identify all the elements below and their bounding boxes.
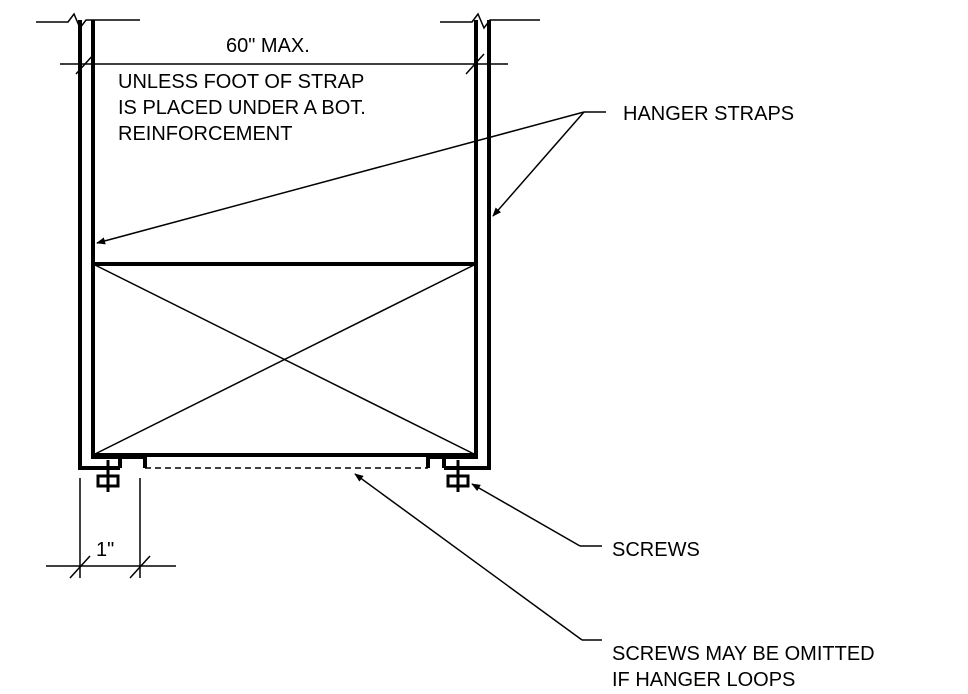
dimension-label-1-inch: 1": [96, 539, 115, 561]
screw-right-icon: [446, 460, 470, 492]
note-line: SCREWS MAY BE OMITTED: [612, 643, 875, 665]
callout-hanger-straps: HANGER STRAPS: [623, 103, 795, 125]
callout-screws: SCREWS: [612, 539, 700, 561]
screw-left-icon: [96, 460, 120, 492]
leader-screws-omitted: [354, 473, 602, 641]
note-line: IS PLACED UNDER A BOT.: [118, 97, 366, 119]
dimension-60-max: [60, 53, 508, 75]
note-unless-foot-of-strap: UNLESS FOOT OF STRAP IS PLACED UNDER A B…: [118, 70, 366, 148]
dimension-label-60-max: 60" MAX.: [226, 35, 310, 57]
duct-cross-brace-2: [92, 263, 477, 456]
break-line-right: [440, 12, 540, 30]
note-screws-may-be-omitted: SCREWS MAY BE OMITTED IF HANGER LOOPS: [612, 642, 875, 694]
note-line: IF HANGER LOOPS: [612, 669, 796, 691]
leader-hanger-straps: [96, 111, 606, 245]
duct-section: [92, 262, 477, 457]
break-line-left: [36, 12, 140, 30]
note-line: REINFORCEMENT: [118, 123, 293, 145]
leader-screws: [471, 483, 602, 547]
note-line: UNLESS FOOT OF STRAP: [118, 71, 365, 93]
hanger-strap-right: [426, 20, 491, 470]
dimension-1-inch: [46, 478, 176, 579]
